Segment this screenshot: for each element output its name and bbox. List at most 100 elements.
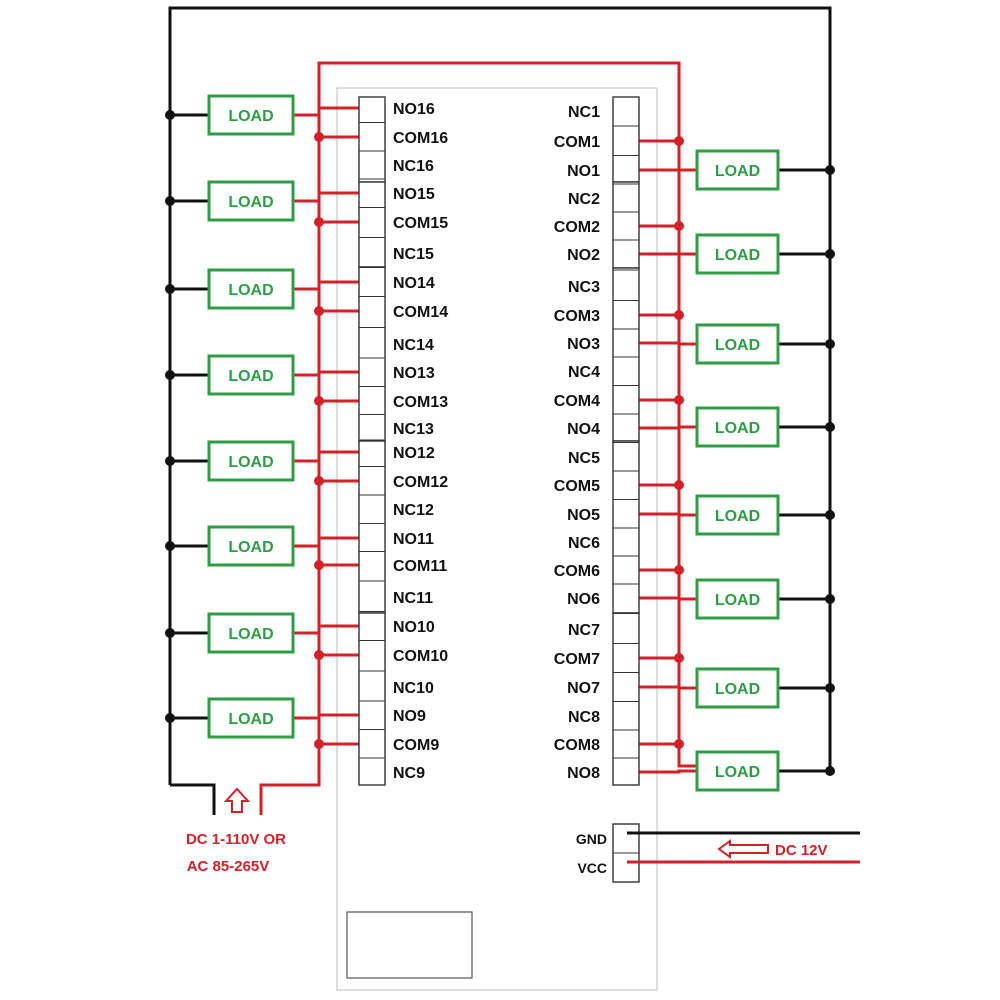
load-label: LOAD (228, 108, 273, 125)
junction-dot (165, 370, 175, 380)
dc-12v-label: DC 12V (775, 842, 828, 859)
junction-dot (825, 683, 835, 693)
load-label: LOAD (228, 282, 273, 299)
terminal-label-com11: COM11 (393, 558, 447, 575)
load-box-right (695, 149, 780, 191)
red-no-wire (626, 685, 697, 690)
terminal-label-no5: NO5 (567, 507, 600, 524)
terminal-label-com15: COM15 (393, 215, 448, 232)
red-no-wire (626, 769, 697, 774)
junction-dot (165, 628, 175, 638)
red-no-wire (293, 450, 372, 463)
junction-dot (674, 221, 684, 231)
right-terminal-block (612, 612, 640, 786)
terminal-label-nc4: NC4 (568, 364, 600, 381)
junction-dot (314, 650, 324, 660)
terminal-label-no11: NO11 (393, 531, 434, 548)
junction-dot (674, 136, 684, 146)
terminal-label-nc15: NC15 (393, 246, 434, 263)
terminal-label-com3: COM3 (554, 308, 600, 325)
load-label: LOAD (228, 194, 273, 211)
black-supply-lead (170, 783, 216, 815)
terminal-label-no10: NO10 (393, 619, 435, 636)
red-no-wire (626, 512, 697, 517)
red-no-wire (626, 596, 697, 601)
load-label: LOAD (715, 592, 760, 609)
right-terminal-block (612, 440, 640, 614)
load-box-right (695, 750, 780, 792)
right-terminal-block (612, 181, 640, 269)
terminal-label-no16: NO16 (393, 101, 435, 118)
junction-dot (165, 196, 175, 206)
red-no-wire (293, 536, 372, 548)
junction-dot (825, 510, 835, 520)
junction-dot (674, 739, 684, 749)
junction-dot (165, 713, 175, 723)
junction-dot (825, 165, 835, 175)
supply-label-line2: AC 85-265V (187, 858, 270, 875)
terminal-label-com2: COM2 (554, 219, 600, 236)
junction-dot (314, 306, 324, 316)
red-no-wire (293, 191, 372, 203)
terminal-label-no13: NO13 (393, 365, 435, 382)
terminal-label-com5: COM5 (554, 478, 600, 495)
terminal-label-com6: COM6 (554, 563, 600, 580)
load-label: LOAD (228, 368, 273, 385)
load-box-right (695, 233, 780, 275)
load-box-left (207, 440, 295, 482)
dc-input-arrow-icon (717, 839, 769, 859)
left-terminal-block (358, 612, 386, 786)
load-box-right (695, 667, 780, 709)
junction-dot (314, 396, 324, 406)
terminal-label-nc14: NC14 (393, 337, 434, 354)
terminal-label-no12: NO12 (393, 445, 435, 462)
terminal-label-com13: COM13 (393, 394, 448, 411)
red-no-wire (626, 341, 697, 346)
load-label: LOAD (715, 681, 760, 698)
terminal-label-vcc: VCC (577, 860, 607, 876)
load-label: LOAD (228, 711, 273, 728)
terminal-label-com8: COM8 (554, 737, 600, 754)
load-box-right (695, 406, 780, 448)
junction-dot (314, 560, 324, 570)
terminal-label-com12: COM12 (393, 474, 448, 491)
terminal-label-no4: NO4 (567, 421, 600, 438)
terminal-label-nc11: NC11 (393, 590, 433, 607)
load-box-left (207, 612, 295, 654)
terminal-label-gnd: GND (576, 831, 607, 847)
supply-label-line1: DC 1-110V OR (186, 831, 286, 848)
terminal-label-com10: COM10 (393, 648, 448, 665)
junction-dot (165, 110, 175, 120)
terminal-label-nc6: NC6 (568, 535, 600, 552)
terminal-label-nc1: NC1 (568, 104, 600, 121)
load-label: LOAD (715, 420, 760, 437)
red-no-wire (626, 425, 697, 430)
left-terminal-block (358, 96, 386, 183)
red-no-wire (293, 280, 372, 291)
terminal-label-no1: NO1 (567, 163, 600, 180)
junction-dot (825, 339, 835, 349)
terminal-label-no6: NO6 (567, 591, 600, 608)
load-label: LOAD (228, 539, 273, 556)
right-terminal-block (612, 267, 640, 442)
red-no-wire (293, 106, 372, 117)
load-label: LOAD (715, 163, 760, 180)
junction-dot (825, 766, 835, 776)
load-box-left (207, 697, 295, 739)
supply-arrow-icon (223, 787, 251, 813)
load-label: LOAD (715, 764, 760, 781)
terminal-label-nc9: NC9 (393, 765, 425, 782)
junction-dot (314, 217, 324, 227)
right-terminal-block (612, 96, 640, 183)
terminal-label-nc5: NC5 (568, 450, 600, 467)
terminal-label-no2: NO2 (567, 247, 600, 264)
left-terminal-block (358, 181, 386, 268)
terminal-label-nc16: NC16 (393, 158, 434, 175)
junction-dot (314, 739, 324, 749)
load-label: LOAD (228, 626, 273, 643)
junction-dot (674, 653, 684, 663)
terminal-label-com16: COM16 (393, 130, 448, 147)
junction-dot (674, 395, 684, 405)
red-rail (259, 61, 700, 815)
